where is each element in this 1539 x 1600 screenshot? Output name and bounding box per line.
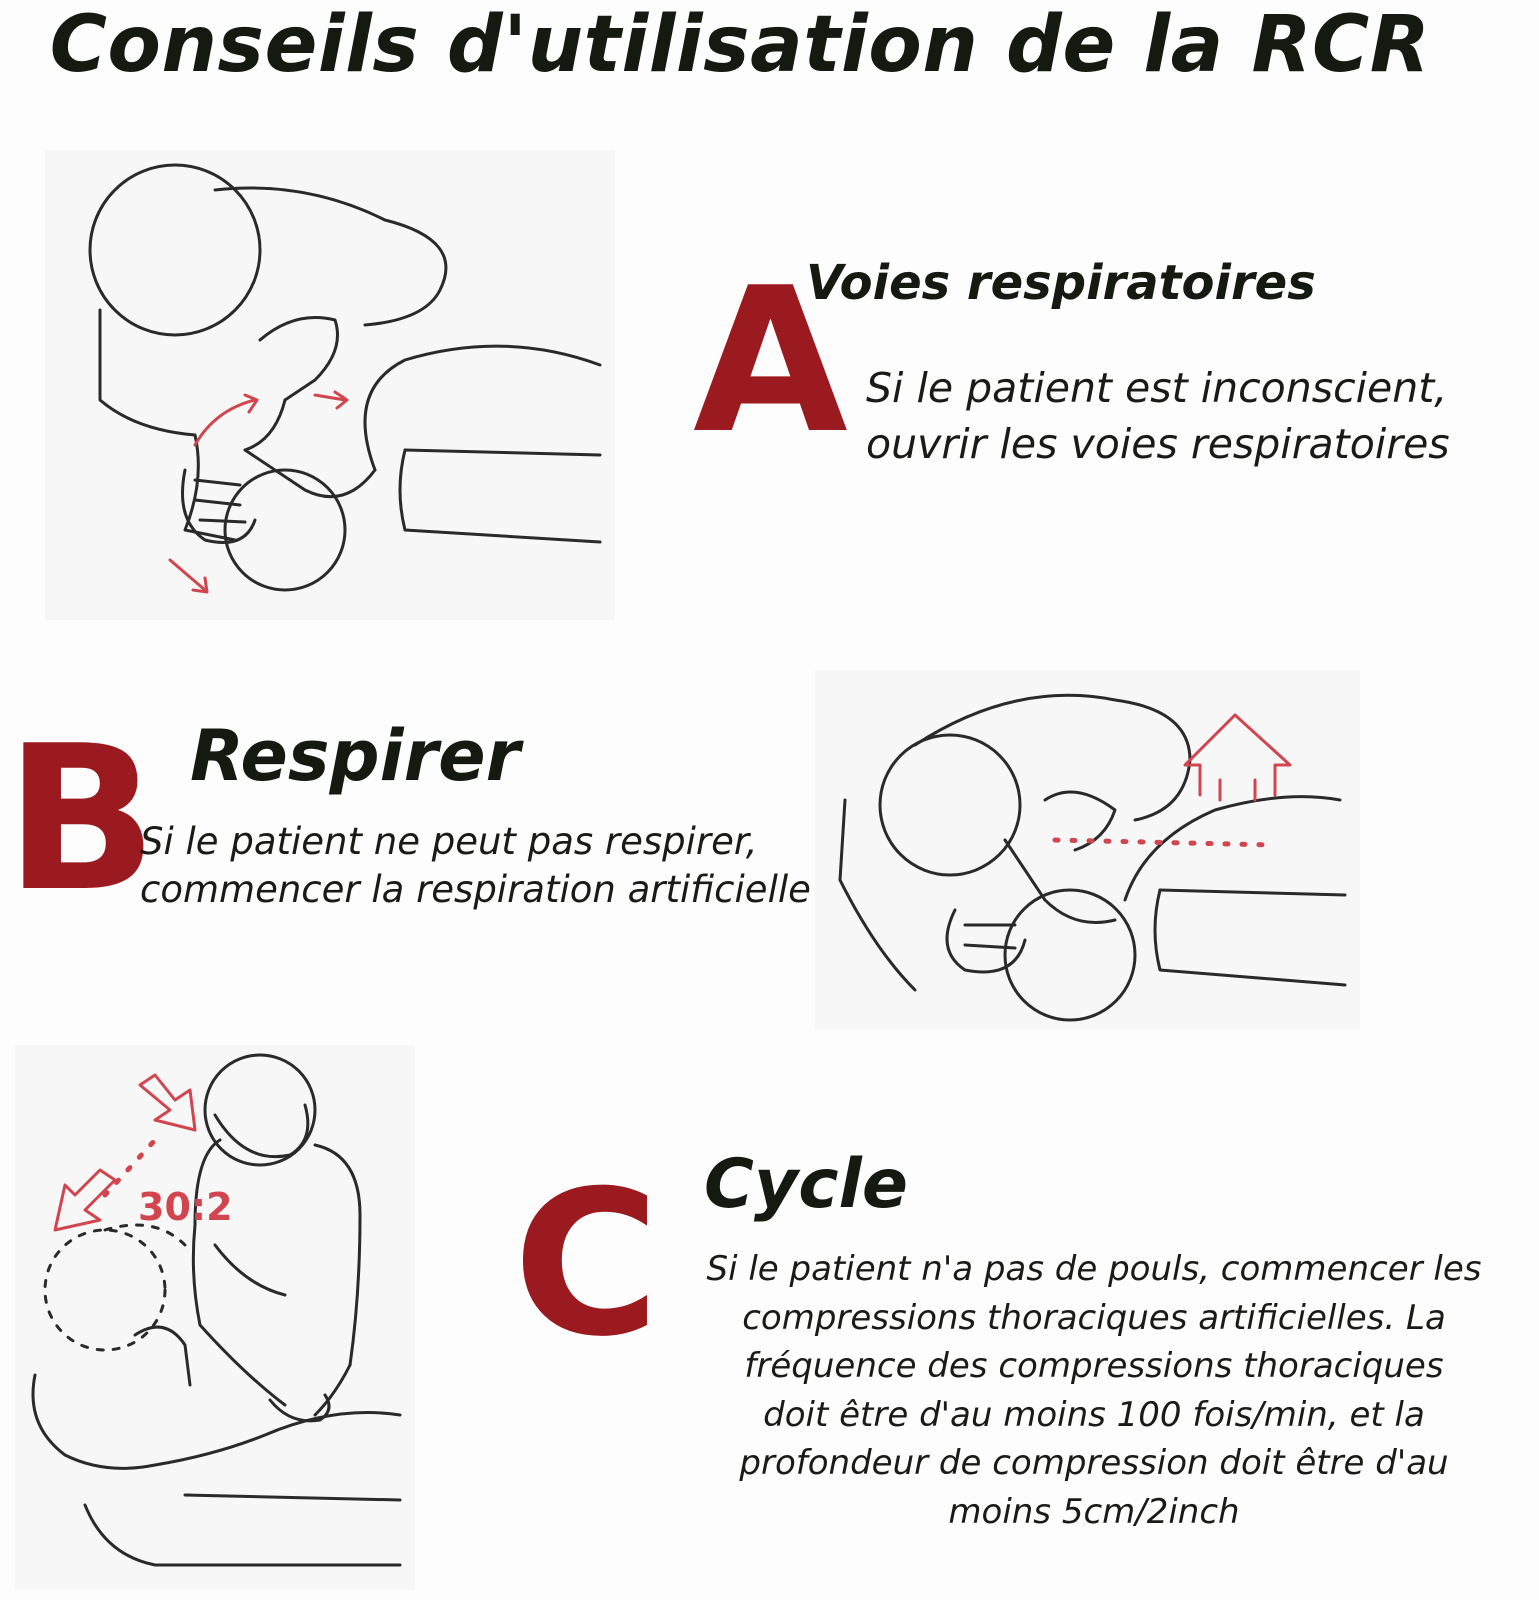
step-letter-c: C: [513, 1148, 660, 1381]
step-desc-b-line-1: Si le patient ne peut pas respirer,: [140, 820, 758, 863]
rescue-breath-illustration: [838, 693, 1347, 1022]
step-letter-b: B: [5, 703, 158, 936]
page-title: Conseils d'utilisation de la RCR: [49, 0, 1431, 90]
step-letter-a: A: [693, 245, 848, 478]
step-desc-c: Si le patient n'a pas de pouls, commence…: [655, 1245, 1533, 1536]
step-desc-b: Si le patient ne peut pas respirer, comm…: [140, 818, 830, 914]
step-heading-b: Respirer: [190, 715, 521, 797]
step-desc-b-line-2: commencer la respiration artificielle: [140, 868, 811, 911]
step-desc-c-line-5: profondeur de compression doit être d'au: [739, 1443, 1449, 1483]
illustration-compression: 30:2: [15, 1045, 415, 1590]
step-desc-c-line-2: compressions thoraciques artificielles. …: [742, 1297, 1446, 1338]
step-desc-c-line-3: fréquence des compressions thoraciques: [744, 1346, 1444, 1386]
head-tilt-illustration: [88, 163, 602, 594]
illustration-airway: [45, 150, 615, 620]
step-desc-c-line-6: moins 5cm/2inch: [948, 1491, 1240, 1532]
step-desc-c-line-4: doit être d'au moins 100 fois/min, et la: [763, 1394, 1425, 1435]
chest-compression-illustration: [31, 1053, 402, 1567]
compression-ratio-label: 30:2: [138, 1185, 233, 1229]
illustration-breathing: [815, 670, 1360, 1030]
step-desc-a-line-2: ouvrir les voies respiratoires: [866, 420, 1450, 468]
step-desc-c-line-1: Si le patient n'a pas de pouls, commence…: [706, 1249, 1482, 1289]
step-heading-c: Cycle: [704, 1145, 908, 1224]
step-heading-a: Voies respiratoires: [806, 255, 1316, 311]
step-desc-a: Si le patient est inconscient, ouvrir le…: [866, 360, 1531, 472]
step-desc-a-line-1: Si le patient est inconscient,: [866, 364, 1448, 412]
